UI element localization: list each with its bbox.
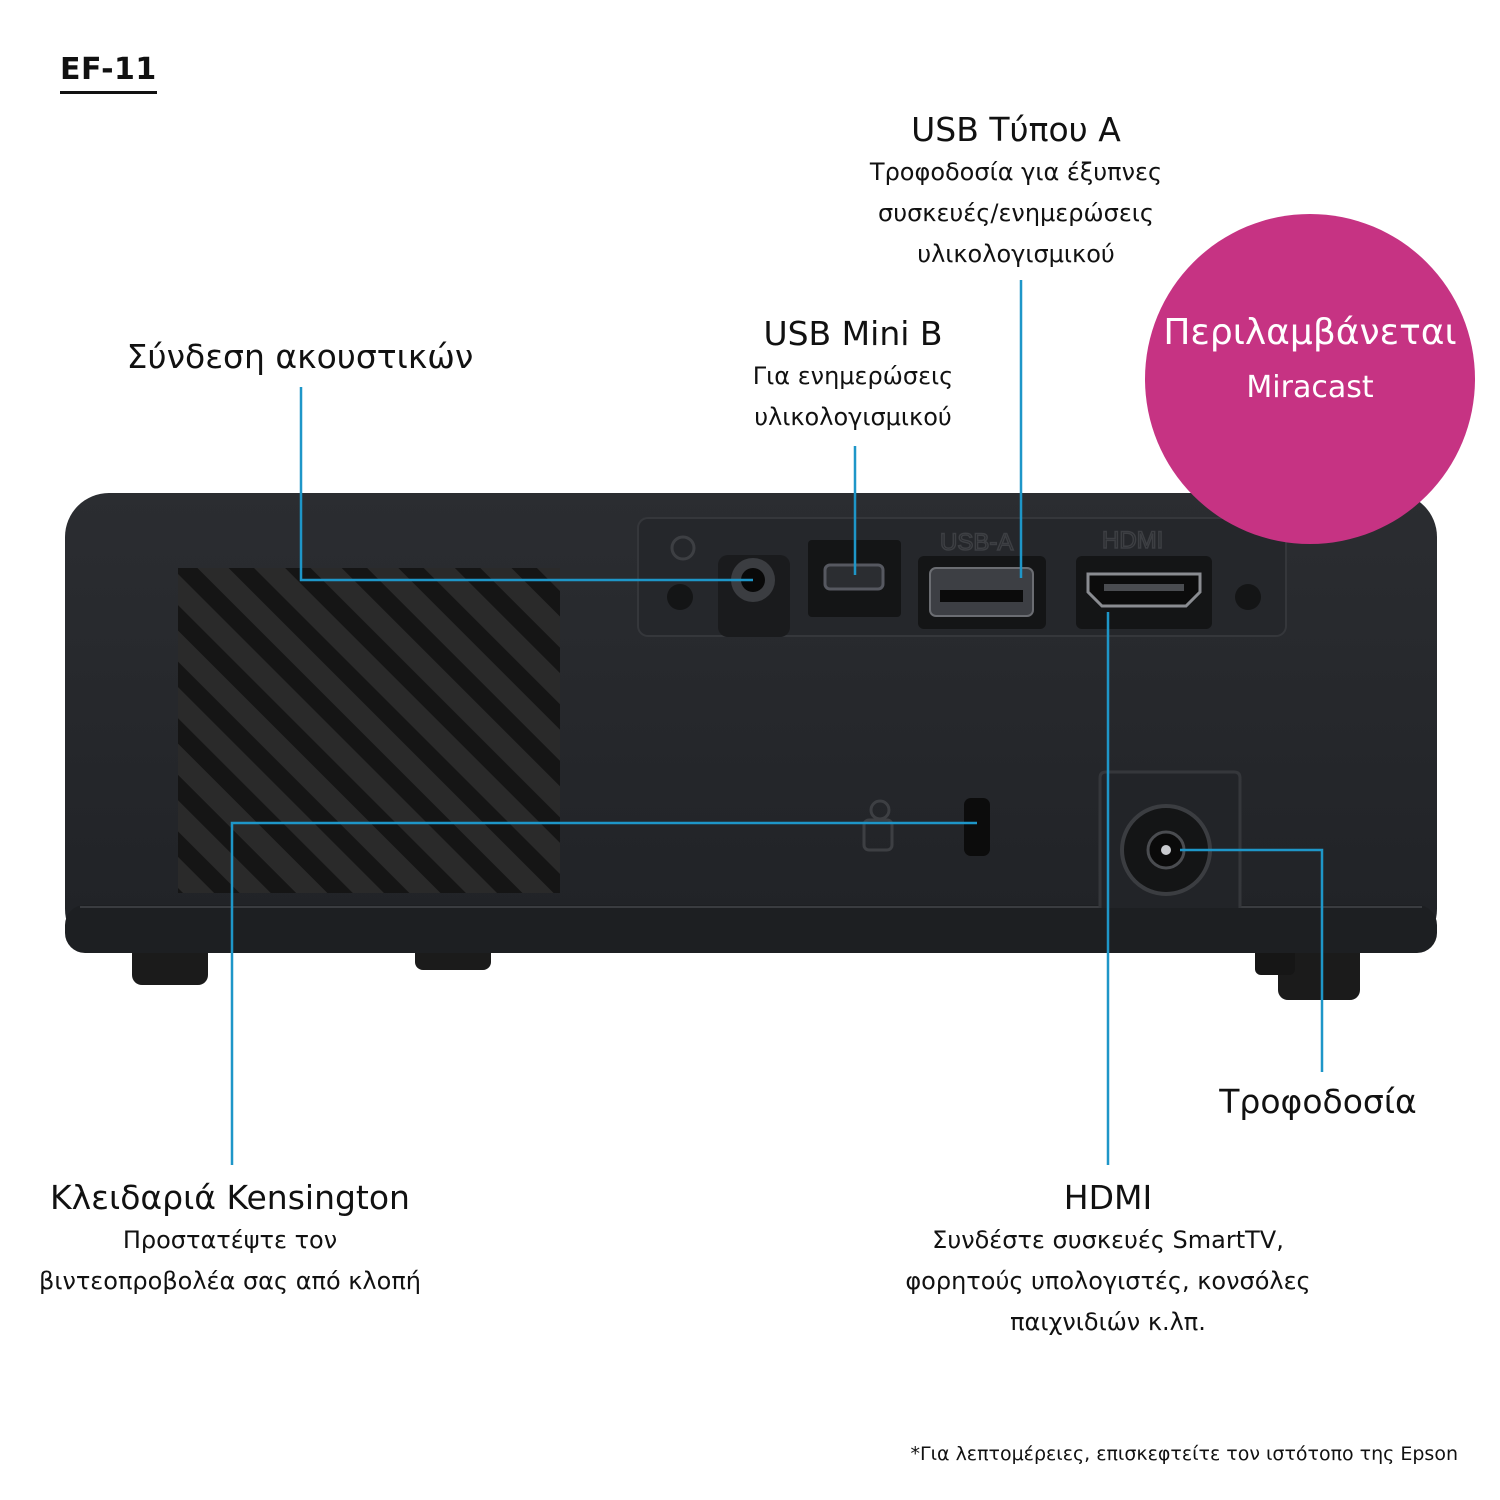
power-callout-line (1180, 848, 1324, 1072)
hdmi-title: HDMI (1063, 1178, 1153, 1217)
badge-line-1: Περιλαμβάνεται (1163, 312, 1457, 353)
usb-a-desc-3: υλικολογισμικού (917, 240, 1115, 268)
headphone-callout-line (299, 387, 753, 582)
kensington-desc-1: Προστατέψτε τον (122, 1226, 338, 1254)
vent-grille (178, 568, 560, 893)
usb-a-title: USB Τύπου A (911, 110, 1121, 149)
hdmi-callout: HDMI Συνδέστε συσκευές SmartTV, φορητούς… (880, 1176, 1336, 1343)
hdmi-desc-2: φορητούς υπολογιστές, κονσόλες (905, 1267, 1311, 1295)
usb-mini-callout: USB Mini B Για ενημερώσεις υλικολογισμικ… (700, 312, 1006, 438)
usb-a-embossed-label: USB-A (940, 529, 1013, 556)
kensington-title: Κλειδαριά Kensington (50, 1178, 410, 1217)
usb-mini-desc-2: υλικολογισμικού (754, 403, 952, 431)
usb-mini-title: USB Mini B (763, 314, 943, 353)
power-title: Τροφοδοσία (1219, 1082, 1417, 1121)
badge-line-2: Miracast (1246, 370, 1374, 405)
usb-a-desc-1: Τροφοδοσία για έξυπνες (869, 158, 1163, 186)
kensington-slot (964, 798, 990, 856)
model-label: EF-11 (60, 52, 157, 94)
kensington-callout: Κλειδαριά Kensington Προστατέψτε τον βιν… (30, 1176, 430, 1302)
hdmi-desc-1: Συνδέστε συσκευές SmartTV, (932, 1226, 1284, 1254)
footnote: *Για λεπτομέρειες, επισκεφτείτε τον ιστό… (910, 1443, 1458, 1465)
hdmi-embossed-label: HDMI (1102, 527, 1163, 554)
usb-a-callout: USB Τύπου A Τροφοδοσία για έξυπνες συσκε… (840, 108, 1192, 275)
hdmi-desc-3: παιχνιδιών κ.λπ. (1010, 1308, 1206, 1336)
usb-a-desc-2: συσκευές/ενημερώσεις (877, 199, 1154, 227)
headphone-title: Σύνδεση ακουστικών (126, 337, 474, 376)
power-callout: Τροφοδοσία (1190, 1080, 1446, 1124)
miracast-badge: Περιλαμβάνεται Miracast (1145, 214, 1475, 544)
headphone-callout: Σύνδεση ακουστικών (100, 335, 500, 379)
usb-mini-desc-1: Για ενημερώσεις (752, 362, 954, 390)
kensington-callout-line (230, 821, 977, 1165)
kensington-desc-2: βιντεοπροβολέα σας από κλοπή (39, 1267, 421, 1295)
